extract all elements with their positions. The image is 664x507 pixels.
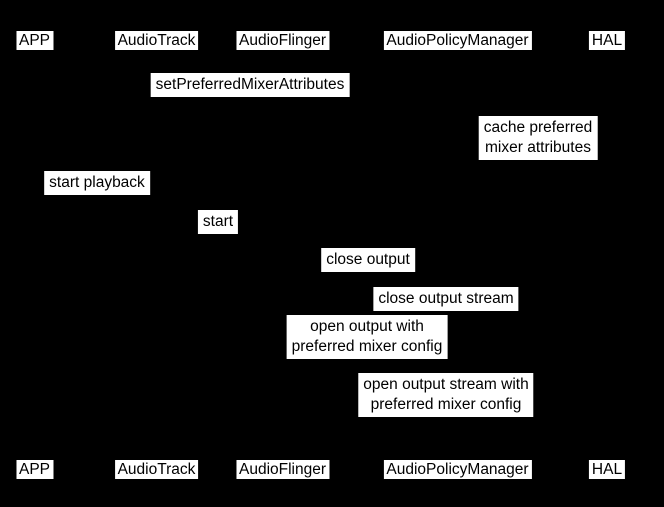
- participant-bottom-audiotrack: AudioTrack: [114, 460, 199, 479]
- message-open-output-with-preferred-mixer-config: open output with preferred mixer config: [286, 315, 448, 359]
- participant-bottom-app: APP: [15, 460, 54, 479]
- message-set-preferred-mixer-attributes: setPreferredMixerAttributes: [150, 73, 350, 97]
- participant-bottom-audiopolicymanager: AudioPolicyManager: [383, 460, 532, 479]
- participant-top-audiotrack: AudioTrack: [114, 31, 199, 50]
- participant-bottom-hal: HAL: [588, 460, 626, 479]
- message-open-output-stream-with-preferred-mixer-config: open output stream with preferred mixer …: [358, 373, 534, 417]
- message-close-output-stream: close output stream: [373, 287, 519, 311]
- message-start-playback: start playback: [44, 171, 150, 195]
- participant-top-app: APP: [15, 31, 54, 50]
- participant-top-audioflinger: AudioFlinger: [235, 31, 330, 50]
- message-cache-preferred-mixer-attributes: cache preferred mixer attributes: [478, 116, 598, 160]
- participant-top-audiopolicymanager: AudioPolicyManager: [383, 31, 532, 50]
- message-start: start: [197, 210, 239, 234]
- participant-bottom-audioflinger: AudioFlinger: [235, 460, 330, 479]
- participant-top-hal: HAL: [588, 31, 626, 50]
- message-close-output: close output: [321, 248, 415, 272]
